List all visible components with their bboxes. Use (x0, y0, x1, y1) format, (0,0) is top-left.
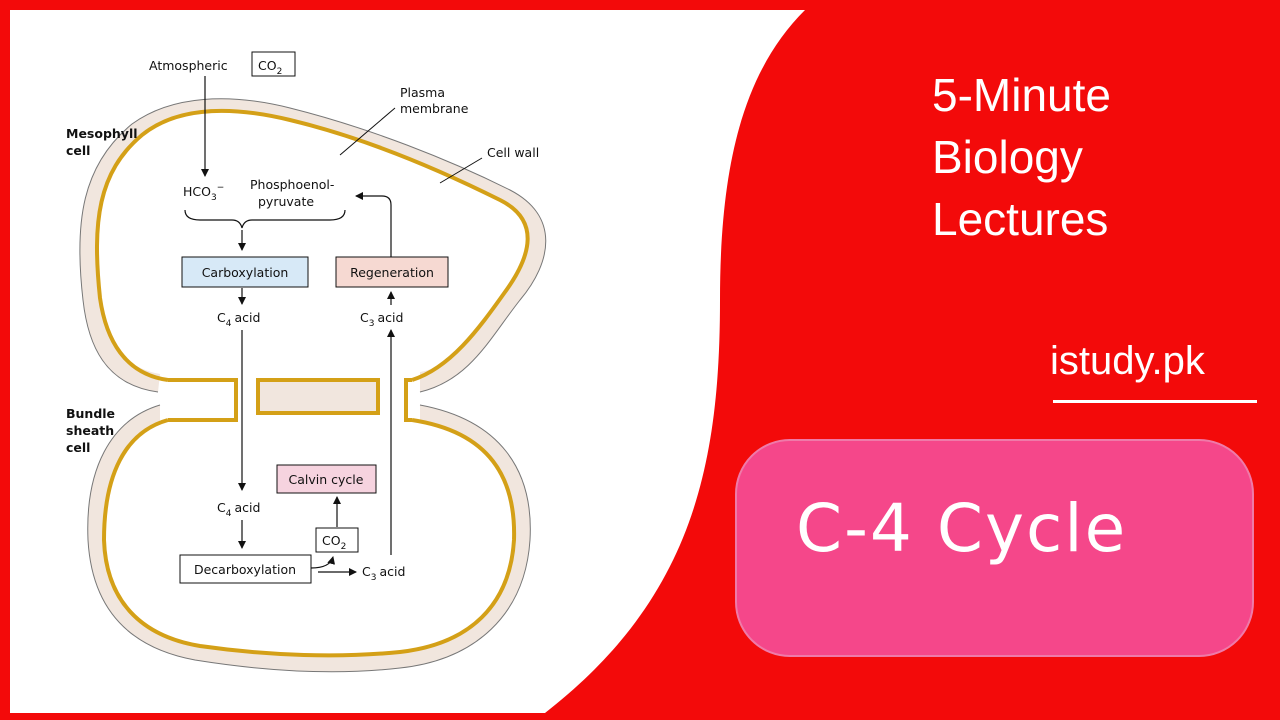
mesophyll-label: Mesophyll (66, 126, 138, 141)
plasmodesma-right (404, 378, 412, 422)
bundle-co2-label: CO2 (322, 533, 346, 552)
bundle-sheath-label: Bundle (66, 406, 115, 421)
plasma-membrane-leader (339, 107, 396, 156)
mesophyll-outer-line (79, 98, 547, 393)
topic-label: C-4 Cycle (796, 490, 1128, 567)
decarboxylation-label: Decarboxylation (194, 562, 296, 577)
bundle-sheath-outer-line (87, 404, 531, 673)
calvin-cycle-label: Calvin cycle (289, 472, 364, 487)
plasma-membrane-label-2: membrane (400, 101, 469, 116)
site-link[interactable]: istudy.pk (1050, 339, 1205, 383)
hco3-label: HCO3− (183, 183, 224, 203)
cell-wall-label: Cell wall (487, 145, 539, 160)
title-line-2: Biology (932, 131, 1083, 183)
decarboxylation-box (179, 554, 312, 584)
mesophyll-plasma-membrane (95, 108, 530, 382)
decarboxylation-to-co2-arrow (310, 556, 336, 569)
topic-pill (735, 439, 1254, 657)
title-line-1: 5-Minute (932, 69, 1111, 121)
carboxylation-box (181, 256, 309, 288)
atmospheric-co2-label: CO2 (258, 58, 282, 77)
pep-label: Phosphoenol- (250, 177, 334, 192)
pep-label-2: pyruvate (258, 194, 314, 209)
diagram-panel (10, 10, 805, 713)
calvin-cycle-box (276, 464, 377, 494)
site-underline (1053, 400, 1257, 403)
regeneration-label: Regeneration (350, 265, 434, 280)
bundle-sheath-label-3: cell (66, 440, 90, 455)
carboxylation-label: Carboxylation (202, 265, 289, 280)
bundle-sheath-cell-wall (87, 405, 531, 672)
cell-wall-leader (439, 157, 483, 184)
plasmodesma-left (168, 378, 238, 422)
atmospheric-label: Atmospheric (149, 58, 228, 73)
plasmodesma-middle (256, 378, 380, 415)
atmospheric-co2-box (251, 51, 296, 77)
bundle-co2-box (315, 527, 359, 553)
plasma-membrane-label: Plasma (400, 85, 445, 100)
mesophyll-label-2: cell (66, 143, 90, 158)
title-line-3: Lectures (932, 193, 1109, 245)
substrate-brace (184, 209, 346, 229)
bundle-sheath-label-2: sheath (66, 423, 114, 438)
bundle-sheath-plasma-membrane (101, 418, 517, 658)
regeneration-box (335, 256, 449, 288)
regeneration-to-pep-arrow (355, 192, 392, 258)
